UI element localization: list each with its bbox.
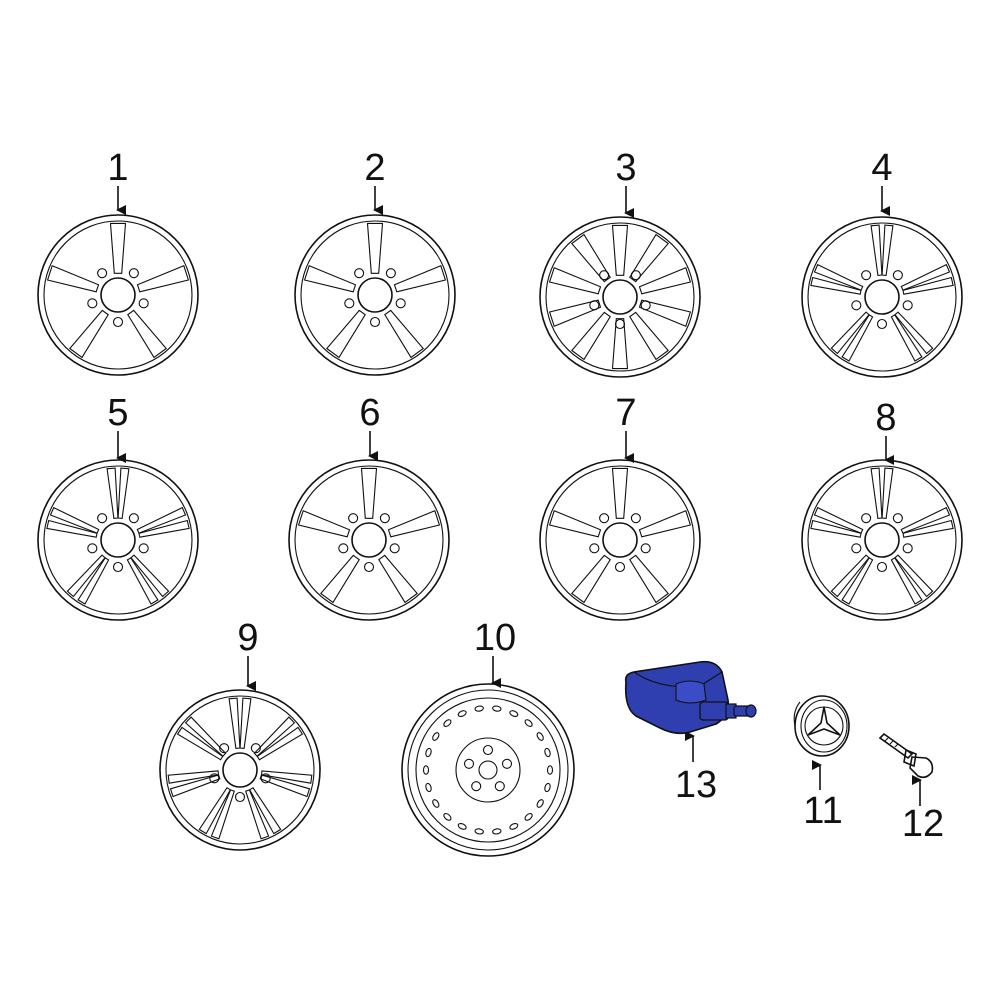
callout-10: 10 bbox=[474, 617, 516, 659]
callout-2: 2 bbox=[364, 147, 385, 189]
spare-wheel-10 bbox=[401, 683, 575, 857]
valve-stem-12 bbox=[878, 732, 934, 779]
wheel-3 bbox=[539, 216, 701, 378]
center-cap-11 bbox=[793, 695, 850, 757]
wheel-1 bbox=[37, 214, 199, 376]
callout-12: 12 bbox=[902, 803, 944, 845]
callout-8: 8 bbox=[875, 397, 896, 439]
wheel-6 bbox=[288, 459, 450, 621]
tpms-sensor-13 bbox=[624, 660, 757, 735]
wheel-9 bbox=[159, 689, 321, 851]
leader-arrows bbox=[116, 186, 922, 806]
callout-13: 13 bbox=[675, 764, 717, 806]
wheel-5 bbox=[37, 459, 199, 621]
wheel-8 bbox=[801, 459, 963, 621]
wheel-4 bbox=[801, 216, 963, 378]
callout-1: 1 bbox=[107, 147, 128, 189]
callout-11: 11 bbox=[803, 790, 842, 832]
callout-9: 9 bbox=[237, 617, 258, 659]
callout-5: 5 bbox=[107, 392, 128, 434]
callout-7: 7 bbox=[615, 392, 636, 434]
callout-3: 3 bbox=[615, 147, 636, 189]
callout-4: 4 bbox=[871, 147, 892, 189]
wheel-2 bbox=[294, 214, 456, 376]
callout-6: 6 bbox=[359, 392, 380, 434]
wheel-7 bbox=[539, 459, 701, 621]
